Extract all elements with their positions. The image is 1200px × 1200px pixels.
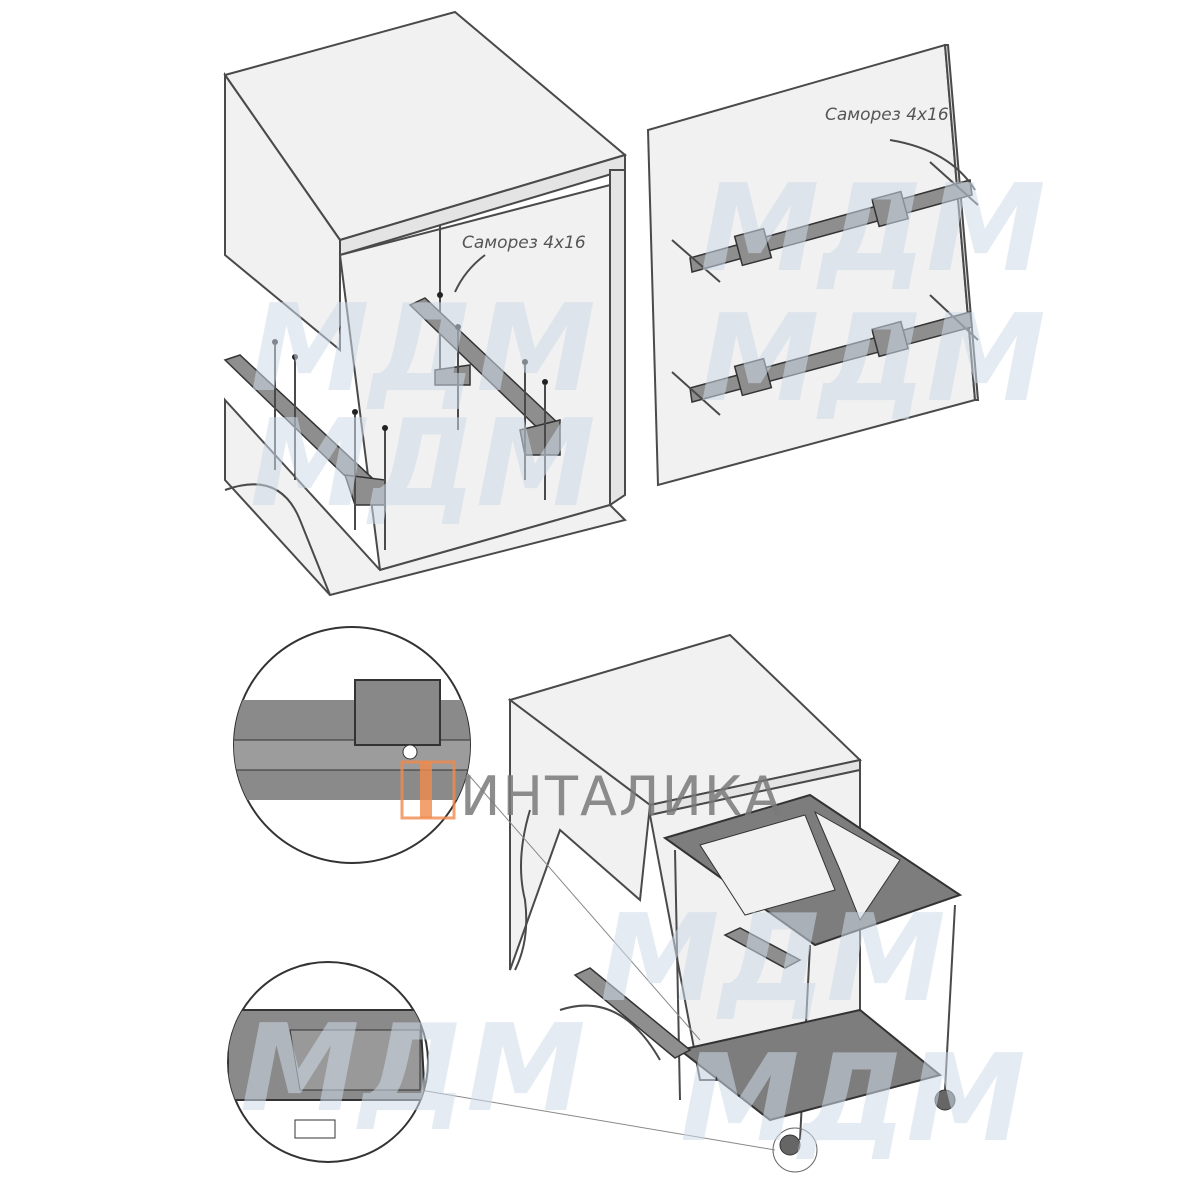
pull-out-basket [573, 793, 963, 1173]
cabinet-top-left [223, 10, 628, 597]
watermarks: МДМ МДМ МДМ МДМ МДМ МДМ МДМ [240, 160, 1046, 1169]
svg-text:МДМ: МДМ [250, 280, 596, 419]
screw-label-cabinet: Саморез 4x16 [462, 233, 586, 253]
svg-text:МДМ: МДМ [680, 1030, 1026, 1169]
logo-text: ИНТАЛИКА [460, 765, 783, 828]
svg-text:МДМ: МДМ [240, 1000, 586, 1139]
door-panel [646, 43, 980, 487]
svg-text:МДМ: МДМ [700, 290, 1046, 429]
svg-text:МДМ: МДМ [700, 160, 1046, 299]
screw-label-door: Саморез 4x16 [825, 105, 949, 125]
detail-circle-top [233, 626, 471, 864]
svg-text:МДМ: МДМ [600, 890, 946, 1029]
screws-cabinet [272, 292, 548, 550]
svg-text:МДМ: МДМ [250, 395, 596, 534]
door-rail-lower [671, 294, 979, 416]
door-rail-upper [671, 161, 979, 283]
intalika-logo: ИНТАЛИКА [400, 760, 783, 828]
detail-circle-bottom [227, 961, 429, 1163]
drawer-rail-right [408, 297, 562, 456]
